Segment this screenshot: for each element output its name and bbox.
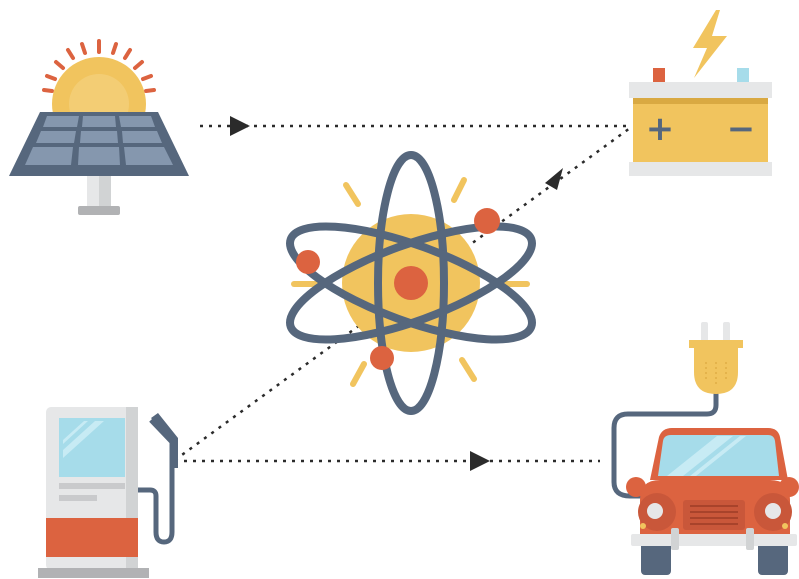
wheel bbox=[758, 542, 788, 575]
connector-solar-to-battery bbox=[200, 116, 632, 136]
headlight bbox=[647, 503, 663, 519]
negative-terminal bbox=[737, 68, 749, 82]
atom-icon bbox=[286, 151, 536, 415]
solar-panel-sun-icon bbox=[9, 39, 189, 215]
car-battery-lightning-icon: + − bbox=[629, 10, 772, 176]
wheel bbox=[641, 542, 671, 575]
positive-symbol: + bbox=[646, 109, 675, 149]
battery-body bbox=[633, 98, 768, 162]
pump-band bbox=[46, 518, 138, 557]
headlight bbox=[765, 503, 781, 519]
electron bbox=[296, 250, 320, 274]
fuel-pump-icon bbox=[38, 407, 178, 578]
grille bbox=[683, 500, 745, 530]
nucleus bbox=[394, 266, 428, 300]
arrow-right-icon bbox=[230, 116, 250, 136]
arrow-up-right-icon bbox=[545, 168, 563, 190]
bumper bbox=[631, 534, 797, 546]
positive-terminal bbox=[653, 68, 665, 82]
sun-rays bbox=[42, 39, 156, 93]
plug-icon bbox=[689, 322, 743, 394]
arrow-right-icon bbox=[470, 451, 490, 471]
atom-rays bbox=[291, 177, 530, 387]
connector-fuel-to-car bbox=[175, 451, 600, 471]
nozzle bbox=[151, 413, 178, 468]
electron bbox=[370, 346, 394, 370]
lightning-bolt-icon bbox=[693, 10, 727, 78]
electron bbox=[474, 208, 500, 234]
panel-cells bbox=[25, 116, 173, 165]
electric-car-plug-icon bbox=[611, 322, 799, 575]
negative-symbol: − bbox=[727, 109, 756, 149]
atom-orbits bbox=[286, 151, 536, 415]
